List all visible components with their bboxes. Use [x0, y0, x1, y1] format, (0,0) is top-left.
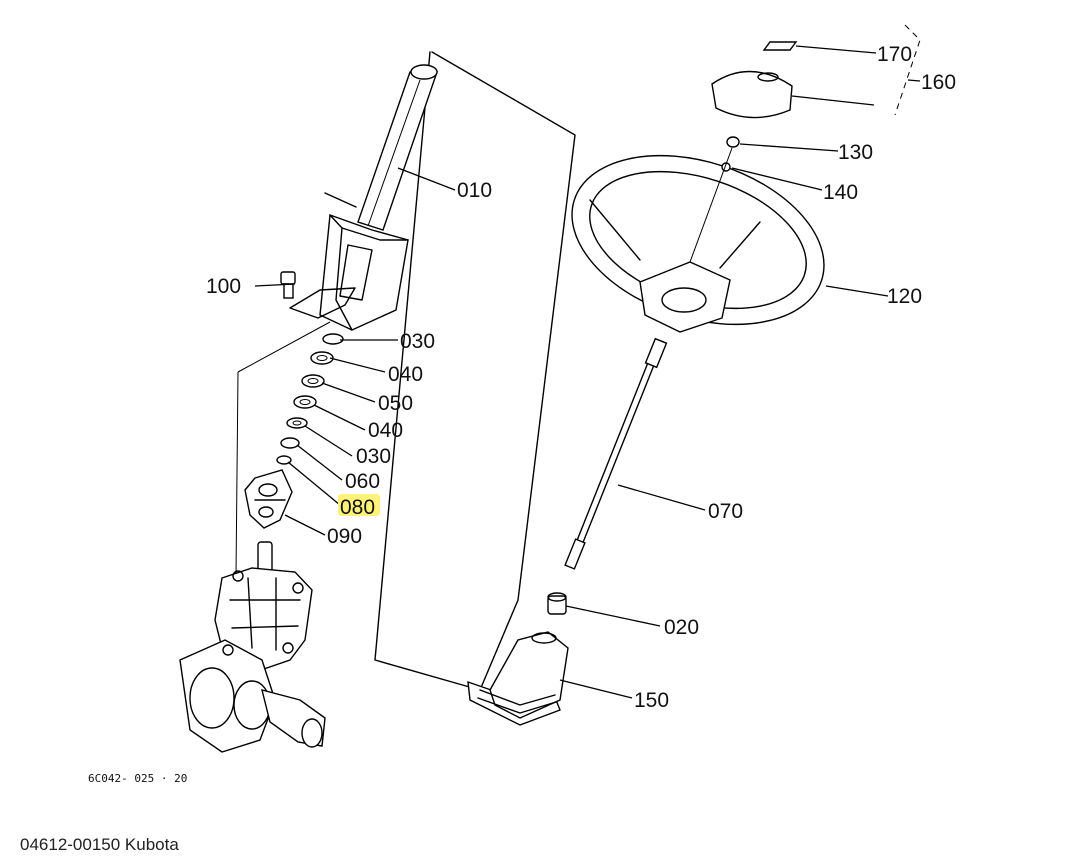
bushing-020: [547, 592, 567, 615]
boot-cover: [467, 631, 569, 726]
callout-030-lower[interactable]: 030: [356, 445, 391, 468]
callout-040-lower[interactable]: 040: [368, 419, 403, 442]
callout-030[interactable]: 030: [400, 330, 435, 353]
callout-140[interactable]: 140: [823, 181, 858, 204]
callout-050[interactable]: 050: [378, 392, 413, 415]
callout-070[interactable]: 070: [708, 500, 743, 523]
callout-120[interactable]: 120: [887, 285, 922, 308]
callout-160[interactable]: 160: [921, 71, 956, 94]
callout-020[interactable]: 020: [664, 616, 699, 639]
steering-column-tube: [357, 64, 438, 231]
callout-010[interactable]: 010: [457, 179, 492, 202]
steering-gearbox: [179, 541, 326, 753]
callout-080[interactable]: 080: [340, 496, 375, 519]
callout-060[interactable]: 060: [345, 470, 380, 493]
column-bracket: [289, 192, 409, 331]
callout-150[interactable]: 150: [634, 689, 669, 712]
callout-labels: 010 020 030 040 050 040 030 060 080 090 …: [206, 43, 956, 712]
diagram-caption: 04612-00150 Kubota: [20, 835, 179, 854]
callout-040[interactable]: 040: [388, 363, 423, 386]
bolt-100: [280, 271, 296, 299]
universal-joint: [244, 469, 293, 529]
highlight-080: [338, 494, 380, 516]
steering-shaft: [564, 337, 668, 570]
washer-stack: [276, 333, 344, 465]
cap-group-bracket: [894, 24, 921, 116]
assembly-frame: [235, 51, 576, 691]
callout-leaders: [254, 45, 921, 699]
steering-wheel: [571, 154, 825, 333]
callout-090[interactable]: 090: [327, 525, 362, 548]
callout-170[interactable]: 170: [877, 43, 912, 66]
drawing-code: 6C042- 025 · 20: [88, 772, 187, 785]
horn-cap: [689, 41, 798, 263]
callout-100[interactable]: 100: [206, 275, 241, 298]
callout-130[interactable]: 130: [838, 141, 873, 164]
